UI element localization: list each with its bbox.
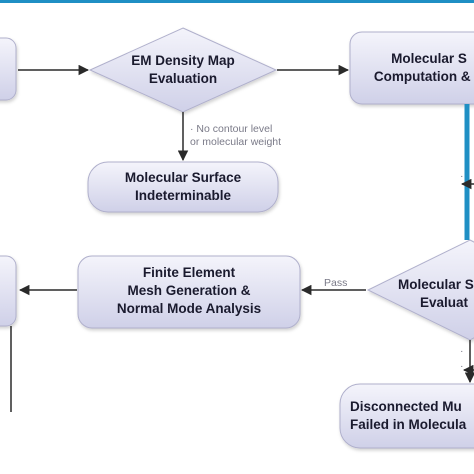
disconnected-line1: Disconnected Mu bbox=[350, 399, 462, 414]
bullet-fragment-3: · bbox=[460, 170, 464, 182]
partial-box-left-bottom bbox=[0, 255, 17, 327]
em-density-label: EM Density Map Evaluation bbox=[120, 52, 246, 88]
partial-box-left-top bbox=[0, 37, 17, 101]
no-contour-line2: or molecular weight bbox=[190, 136, 282, 148]
em-density-line2: Evaluation bbox=[148, 71, 218, 86]
mol-surface-comp-label: Molecular S Computation & D bbox=[354, 50, 474, 86]
fem-box bbox=[77, 255, 301, 329]
fem-line1: Finite Element bbox=[142, 265, 236, 280]
mol-surface-comp-box bbox=[349, 31, 474, 105]
surface-indeterminable-box bbox=[87, 161, 279, 213]
mol-surface-eval-line1: Molecular S bbox=[398, 277, 474, 292]
disconnected-line2: Failed in Molecula bbox=[350, 417, 467, 432]
mol-surface-eval-line2: Evaluat bbox=[420, 295, 469, 310]
fem-line2: Mesh Generation & bbox=[127, 283, 251, 298]
fem-line3: Normal Mode Analysis bbox=[116, 301, 262, 316]
fem-label: Finite Element Mesh Generation & Normal … bbox=[78, 264, 300, 318]
mol-surface-comp-line1: Molecular S bbox=[391, 51, 467, 66]
disconnected-label: Disconnected Mu Failed in Molecula bbox=[350, 398, 474, 434]
mol-surface-eval-label: Molecular S Evaluat bbox=[398, 277, 474, 316]
bullet-fragment-2: · bbox=[460, 360, 464, 372]
no-contour-note: · No contour level or molecular weight bbox=[190, 123, 281, 149]
disconnected-box bbox=[339, 383, 474, 449]
surface-indeterminable-line2: Indeterminable bbox=[134, 188, 232, 203]
surface-indeterminable-line1: Molecular Surface bbox=[124, 170, 242, 185]
pass-label: Pass bbox=[324, 277, 348, 289]
mol-surface-comp-line2: Computation & D bbox=[373, 69, 474, 84]
em-density-line1: EM Density Map bbox=[131, 53, 235, 68]
bullet-fragment-1: · bbox=[460, 345, 464, 357]
top-accent-line bbox=[0, 0, 474, 3]
no-contour-line1: · No contour level bbox=[190, 123, 273, 135]
surface-indeterminable-label: Molecular Surface Indeterminable bbox=[88, 169, 278, 205]
